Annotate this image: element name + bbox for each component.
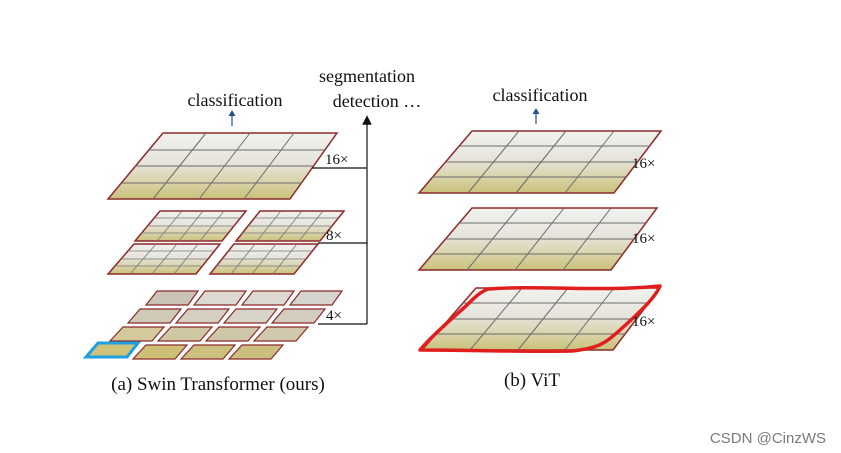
swin-4x-window [242,291,294,305]
swin-4x-window [176,309,229,323]
vit-caption: (b) ViT [504,370,560,391]
swin-4x-window [272,309,325,323]
swin-stage-8x [108,211,344,274]
vit-scale-middle: 16× [632,231,655,247]
csdn-watermark: CSDN @CinzWS [710,430,826,447]
swin-scale-8x: 8× [326,228,342,244]
vit-classification-label: classification [493,85,588,105]
swin-4x-window [146,291,198,305]
swin-segmentation-label: segmentation [319,66,415,86]
swin-stage-16x [108,133,337,199]
swin-4x-window [290,291,342,305]
vit-scale-top: 16× [632,156,655,172]
swin-4x-row-1 [146,291,342,305]
swin-4x-window [229,345,283,359]
swin-caption: (a) Swin Transformer (ours) [111,374,325,395]
vit-stage-middle [419,208,657,270]
swin-4x-window [158,327,212,341]
swin-4x-window-highlighted [86,343,138,357]
swin-stage-4x [86,291,342,359]
swin-4x-window [133,345,187,359]
vit-stage-top [419,131,661,193]
vit-stage-bottom [420,286,660,351]
swin-4x-window [224,309,277,323]
swin-4x-row-2 [128,309,325,323]
swin-4x-window [181,345,235,359]
swin-4x-window [110,327,164,341]
swin-4x-window [128,309,181,323]
vit-class-arrow [533,108,540,124]
swin-classification-label: classification [188,90,283,110]
swin-4x-row-3 [110,327,308,341]
swin-detection-label: detection … [333,91,421,111]
swin-4x-window [194,291,246,305]
swin-4x-window [254,327,308,341]
vit-scale-bottom: 16× [632,314,655,330]
swin-scale-4x: 4× [326,308,342,324]
swin-4x-window [206,327,260,341]
swin-class-arrow [229,110,236,126]
swin-scale-16x: 16× [325,152,348,168]
swin-4x-row-4 [86,343,283,359]
